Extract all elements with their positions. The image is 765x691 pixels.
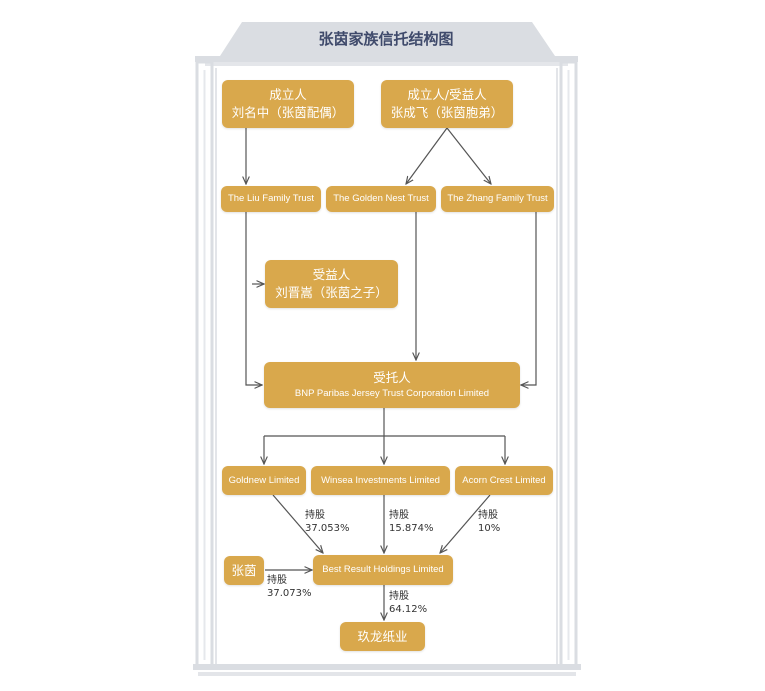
best-share-pct: 64.12% [389, 604, 428, 615]
winsea-share-pct: 15.874% [389, 523, 434, 534]
base [193, 664, 581, 670]
acorn-share-pct: 10% [478, 523, 501, 534]
settlor-zhang-box: 成立人/受益人 张成飞（张茵胞弟） [381, 80, 513, 128]
winsea-share-text: 持股 [389, 510, 409, 521]
goldnew-share-label: 持股 37.053% [305, 509, 350, 535]
beneficiary-role: 受益人 [312, 267, 351, 282]
best-result-box: Best Result Holdings Limited [313, 555, 453, 585]
settlor-zhang-name: 张成飞（张茵胞弟） [390, 105, 504, 120]
zhangyin-share-text: 持股 [267, 575, 287, 586]
trustee-role: 受托人 [373, 370, 411, 385]
zhang-family-trust-box: The Zhang Family Trust [441, 186, 554, 212]
acorn-share-label: 持股 10% [478, 509, 500, 535]
winsea-share-label: 持股 15.874% [389, 509, 434, 535]
settlor-zhang-role: 成立人/受益人 [407, 87, 487, 102]
best-share-text: 持股 [389, 591, 409, 602]
roof [220, 22, 555, 56]
connectors [246, 127, 537, 620]
settlor-liu-role: 成立人 [269, 87, 307, 102]
trustee-name: BNP Paribas Jersey Trust Corporation Lim… [294, 388, 490, 399]
golden-nest-trust-box: The Golden Nest Trust [326, 186, 436, 212]
beneficiary-box: 受益人 刘晋嵩（张茵之子） [265, 260, 398, 308]
nine-dragons-box: 玖龙纸业 [340, 622, 425, 651]
zhang-yin-box: 张茵 [224, 556, 264, 585]
goldnew-share-pct: 37.053% [305, 523, 350, 534]
acorn-box: Acorn Crest Limited [455, 466, 553, 495]
settlor-liu-box: 成立人 刘名中（张茵配偶） [222, 80, 354, 128]
best-share-label: 持股 64.12% [389, 590, 427, 616]
zhangyin-share-label: 持股 37.073% [267, 574, 312, 600]
trustee-box: 受托人 BNP Paribas Jersey Trust Corporation… [264, 362, 520, 408]
goldnew-share-text: 持股 [305, 510, 325, 521]
zhangyin-share-pct: 37.073% [267, 588, 312, 599]
goldnew-box: Goldnew Limited [222, 466, 306, 495]
acorn-share-text: 持股 [478, 510, 498, 521]
settlor-liu-name: 刘名中（张茵配偶） [231, 105, 345, 120]
beneficiary-name: 刘晋嵩（张茵之子） [275, 285, 388, 300]
liu-family-trust-box: The Liu Family Trust [221, 186, 321, 212]
diagram-title: 张茵家族信托结构图 [318, 30, 454, 48]
winsea-box: Winsea Investments Limited [311, 466, 450, 495]
